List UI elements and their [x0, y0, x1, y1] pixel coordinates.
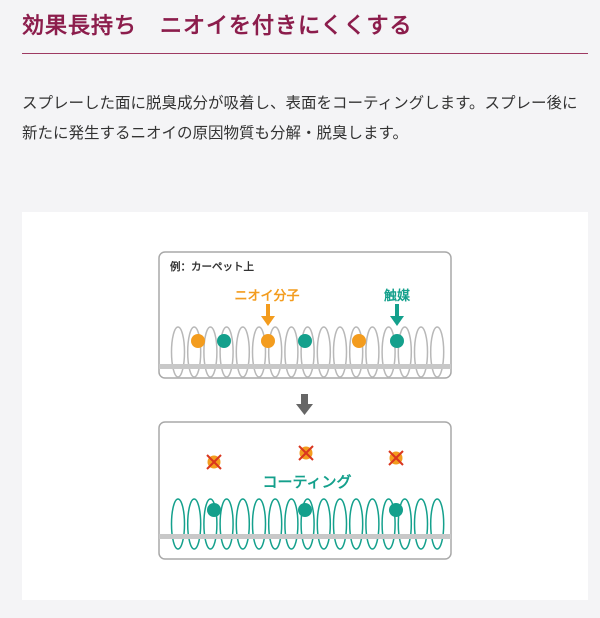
carpet-fiber	[397, 326, 413, 378]
carpet-fiber	[267, 498, 283, 550]
carpet-fiber	[316, 326, 332, 378]
carpet-fiber	[219, 326, 234, 378]
carpet-fiber	[219, 498, 234, 550]
panel-before: 例：カーペット上 ニオイ分子 触媒	[158, 251, 452, 379]
illustration-panel: 例：カーペット上 ニオイ分子 触媒 コーティング	[22, 212, 588, 600]
catalyst-molecule	[390, 334, 404, 348]
carpet-fiber	[348, 326, 364, 378]
catalyst-molecule	[298, 334, 312, 348]
panel-after-frame	[158, 421, 452, 560]
panel-before-frame	[158, 251, 452, 379]
odor-molecule-label: ニオイ分子	[234, 288, 299, 304]
carpet-fibers-before	[170, 326, 445, 378]
catalyst-molecule	[207, 503, 221, 517]
carpet-caption: 例：カーペット上	[170, 260, 254, 273]
eliminated-odor-icon	[388, 450, 404, 466]
eliminated-odors	[206, 445, 404, 470]
odor-molecule	[352, 334, 366, 348]
eliminated-odor-icon	[298, 445, 314, 461]
odor-molecule	[191, 334, 205, 348]
carpet-fiber	[413, 326, 429, 378]
carpet-fiber	[332, 326, 348, 378]
carpet-fiber	[381, 326, 396, 378]
x-stroke	[388, 450, 404, 466]
catalyst-molecule	[298, 503, 312, 517]
carpet-fiber	[186, 326, 202, 378]
x-stroke	[206, 454, 222, 470]
carpet-base-after	[159, 534, 451, 539]
panel-after: コーティング	[158, 421, 452, 560]
catalysts-after	[207, 503, 403, 517]
odor-molecule	[261, 334, 275, 348]
carpet-fiber	[365, 498, 380, 550]
carpet-fiber	[251, 326, 267, 378]
transition-arrow-icon	[296, 394, 313, 415]
section-description: スプレーした面に脱臭成分が吸着し、表面をコーティングします。スプレー後に新たに発…	[22, 94, 578, 142]
carpet-fiber	[170, 498, 186, 550]
section-heading: 効果長持ち ニオイを付きにくくする	[22, 14, 413, 39]
carpet-fiber	[186, 498, 202, 550]
carpet-fiber	[365, 326, 380, 378]
carpet-fiber	[284, 498, 299, 550]
carpet-fiber	[203, 326, 218, 378]
carpet-base-before	[159, 364, 451, 369]
coating-label: コーティング	[262, 473, 351, 491]
carpet-fiber	[429, 326, 445, 378]
x-stroke	[298, 445, 314, 461]
eliminated-odor-icon	[206, 454, 222, 470]
carpet-deodorizing-diagram: 例：カーペット上 ニオイ分子 触媒 コーティング	[158, 251, 452, 560]
catalyst-label: 触媒	[383, 288, 411, 304]
carpet-fiber	[284, 326, 299, 378]
carpet-fiber	[300, 498, 315, 550]
carpet-fiber	[235, 326, 251, 378]
catalyst-molecule	[217, 334, 231, 348]
carpet-fiber	[316, 498, 332, 550]
carpet-fiber	[429, 498, 445, 550]
carpet-fiber	[300, 326, 315, 378]
carpet-fiber	[332, 498, 348, 550]
odor-arrow-icon	[261, 304, 275, 326]
carpet-fiber	[348, 498, 364, 550]
carpet-fibers-after	[170, 498, 445, 550]
molecules-before	[191, 334, 404, 348]
heading-divider	[22, 53, 588, 54]
catalyst-arrow-icon	[390, 304, 404, 326]
carpet-fiber	[170, 326, 186, 378]
carpet-fiber	[203, 498, 218, 550]
carpet-fiber	[235, 498, 251, 550]
carpet-fiber	[397, 498, 413, 550]
carpet-fiber	[413, 498, 429, 550]
carpet-fiber	[251, 498, 267, 550]
carpet-fiber	[381, 498, 396, 550]
catalyst-molecule	[389, 503, 403, 517]
carpet-fiber	[267, 326, 283, 378]
